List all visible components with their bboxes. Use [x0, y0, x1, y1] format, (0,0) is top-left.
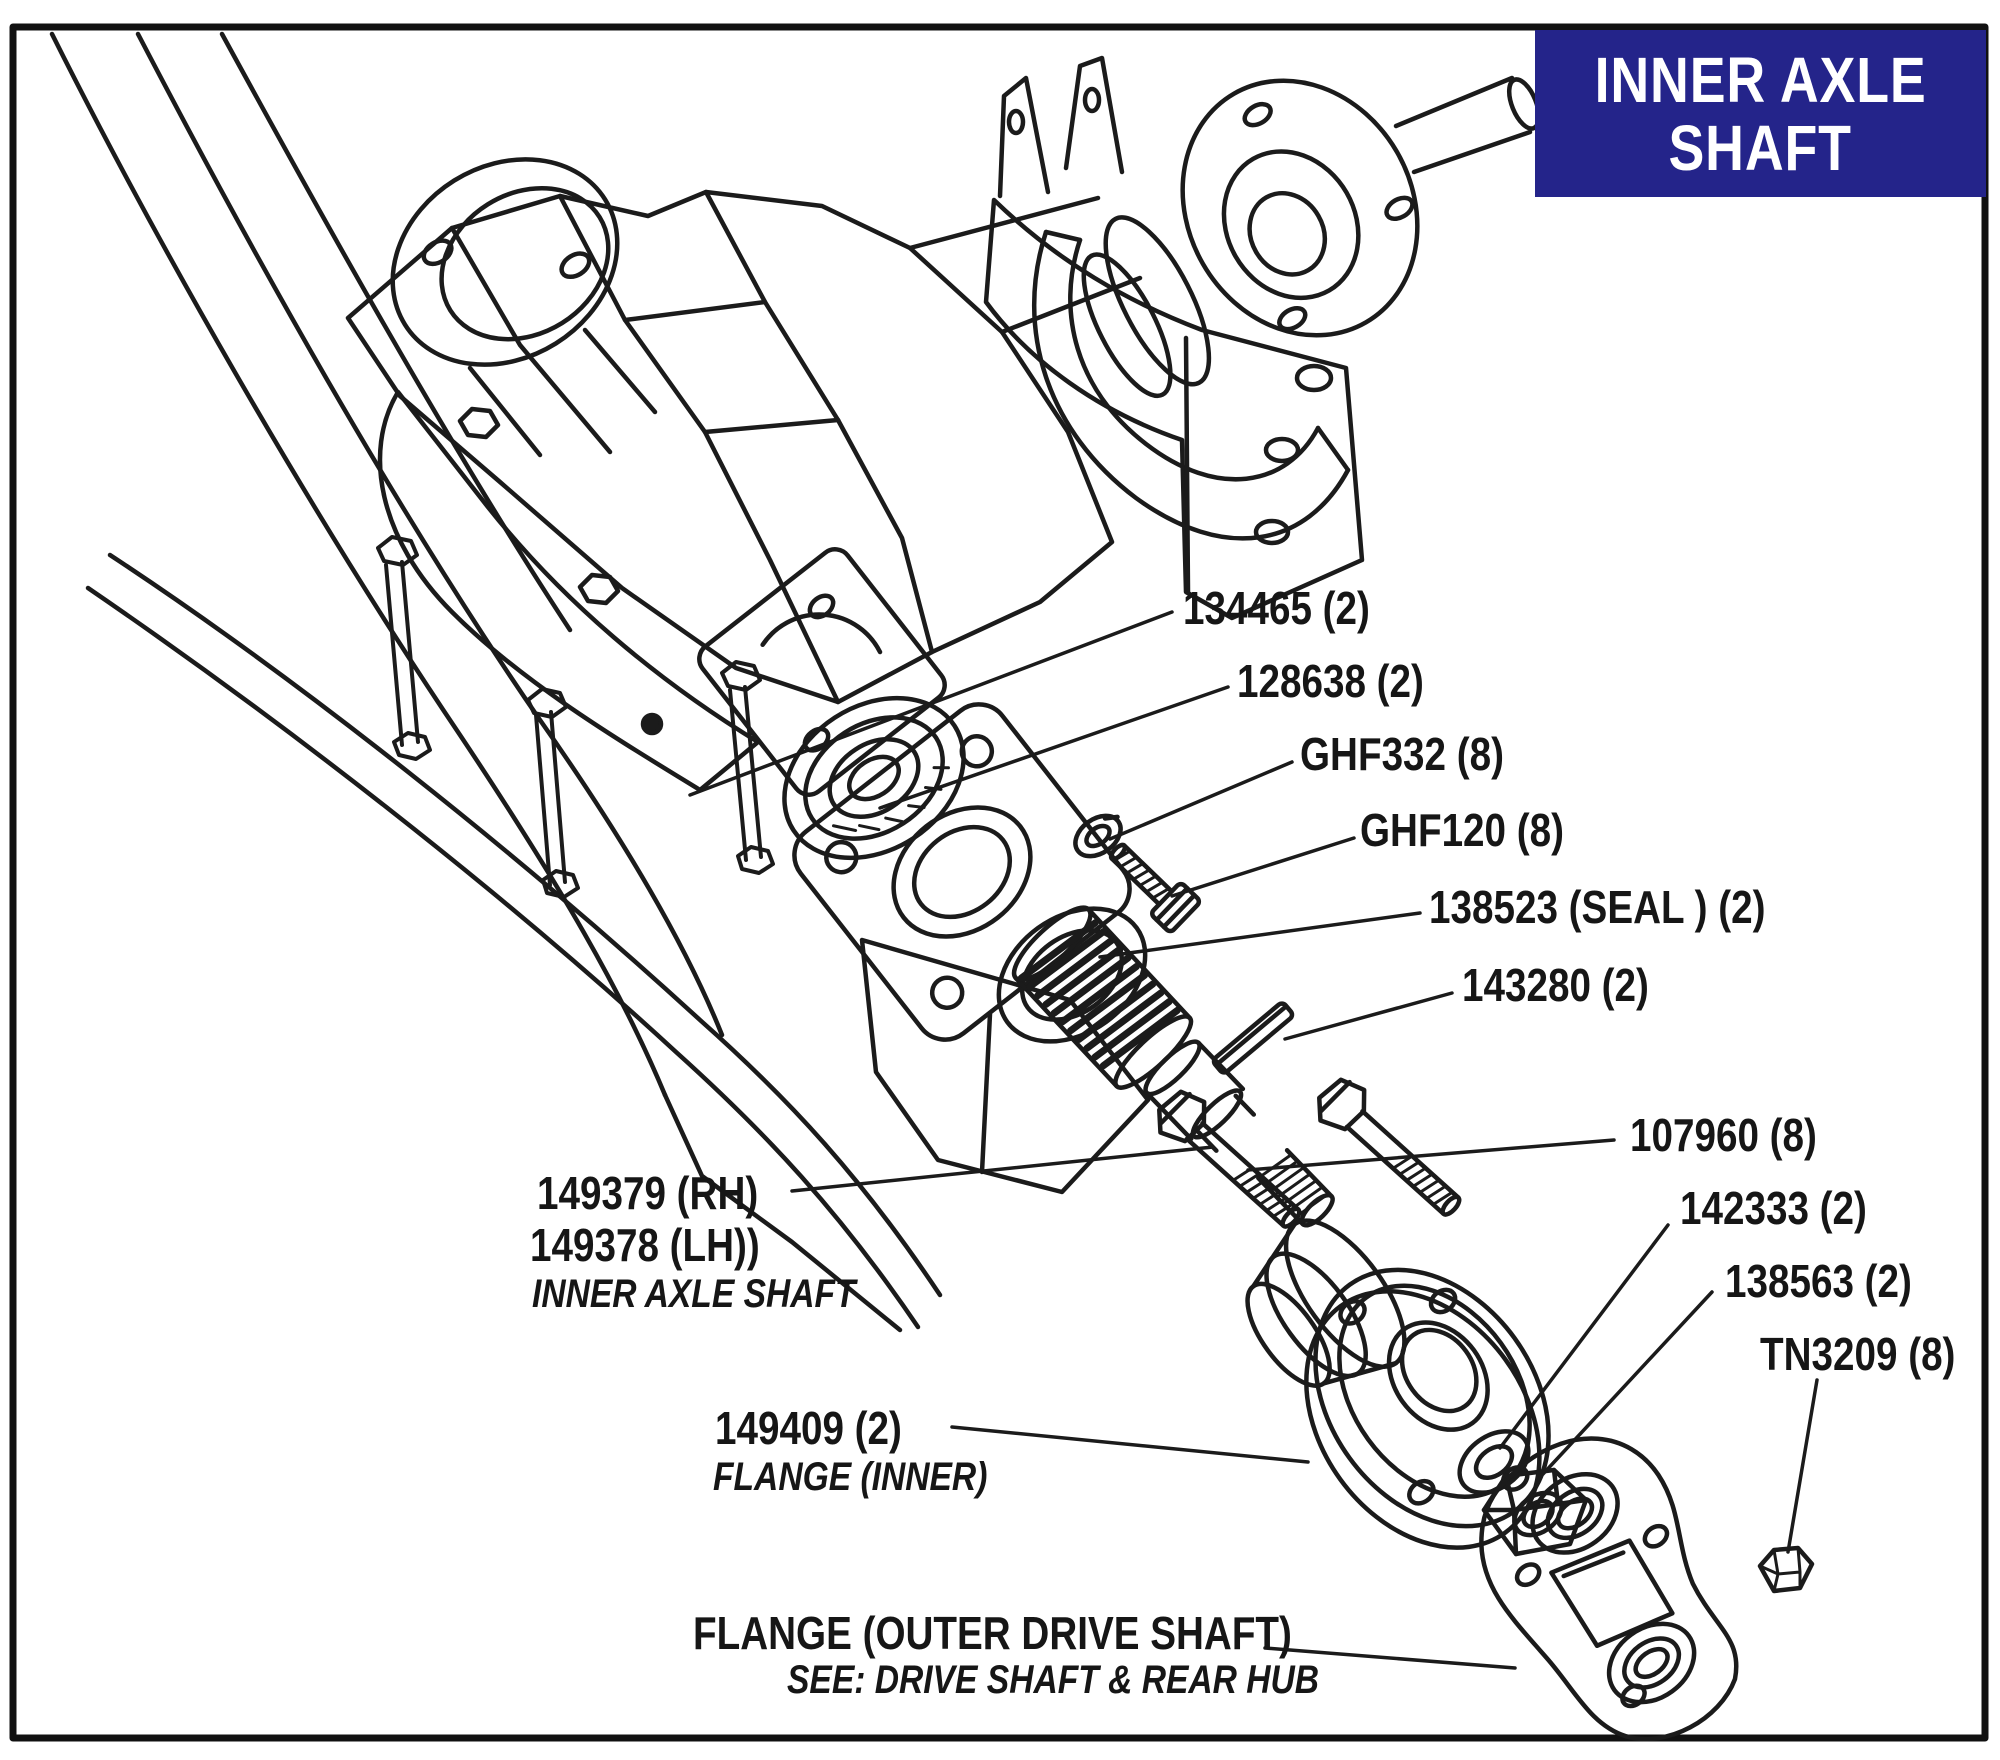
part-label-ghf332: GHF332 (8): [1300, 728, 1505, 780]
leader-134465: [688, 610, 1174, 797]
key-143280-drawing: [1211, 1001, 1295, 1075]
part-label-107960: 107960 (8): [1630, 1109, 1817, 1161]
part-label-149409: 149409 (2): [715, 1402, 902, 1454]
leader-149409: [950, 1425, 1310, 1464]
plate-128638-drawing: [792, 702, 1132, 1042]
part-label-149378-lh: 149378 (LH)): [530, 1219, 760, 1271]
leader-149379: [790, 1145, 1215, 1193]
part-label-142333: 142333 (2): [1680, 1182, 1867, 1234]
leader-outer-flange: [1263, 1646, 1517, 1670]
part-label-138523: 138523 (SEAL ) (2): [1429, 881, 1766, 933]
diff-nose-boss: [467, 327, 658, 458]
label-flange-outer-drive-shaft: FLANGE (OUTER DRIVE SHAFT): [693, 1607, 1292, 1659]
part-label-138563: 138563 (2): [1725, 1255, 1912, 1307]
part-label-tn3209: TN3209 (8): [1760, 1328, 1956, 1380]
leader-138523: [1098, 911, 1422, 959]
nut-tn3209-drawing: [1757, 1545, 1815, 1594]
part-label-149379-rh: 149379 (RH): [537, 1167, 759, 1219]
leader-142333: [1498, 1223, 1670, 1450]
leader-107960: [1246, 1138, 1616, 1172]
leader-ghf120: [1170, 836, 1356, 898]
part-label-134465: 134465 (2): [1183, 582, 1370, 634]
part-label-143280: 143280 (2): [1462, 959, 1649, 1011]
page-border: [9, 23, 1989, 1742]
part-label-ghf120: GHF120 (8): [1360, 804, 1565, 856]
clevis-pins-drawing: [376, 535, 775, 899]
axle-tube-bracket-drawing: [907, 55, 1542, 621]
flange-outer-drive-shaft-drawing: [1479, 1436, 1739, 1742]
bolts-107960-drawing: [1157, 1077, 1462, 1229]
flange-inner-149409-drawing: [1245, 1218, 1551, 1550]
caption-flange-inner: FLANGE (INNER): [713, 1455, 988, 1499]
caption-inner-axle-shaft: INNER AXLE SHAFT: [532, 1272, 856, 1316]
leader-128638: [878, 685, 1230, 810]
leader-lines: [688, 610, 1819, 1670]
leader-ghf332: [1108, 760, 1294, 841]
caption-see-drive-shaft-rear-hub: SEE: DRIVE SHAFT & REAR HUB: [787, 1658, 1320, 1702]
leader-tn3209: [1786, 1378, 1819, 1554]
page-title-line1: INNER AXLE: [1594, 43, 1927, 116]
leader-138563: [1541, 1290, 1714, 1476]
part-label-128638: 128638 (2): [1237, 655, 1424, 707]
bolt-ghf120-drawing: [1108, 842, 1202, 934]
title-box: INNER AXLE SHAFT: [1535, 30, 1986, 197]
washer-ghf332-drawing: [1073, 813, 1123, 859]
diff-housing-drawing: [345, 189, 1115, 797]
leader-143280: [1283, 991, 1454, 1041]
page-title-line2: SHAFT: [1668, 111, 1853, 184]
